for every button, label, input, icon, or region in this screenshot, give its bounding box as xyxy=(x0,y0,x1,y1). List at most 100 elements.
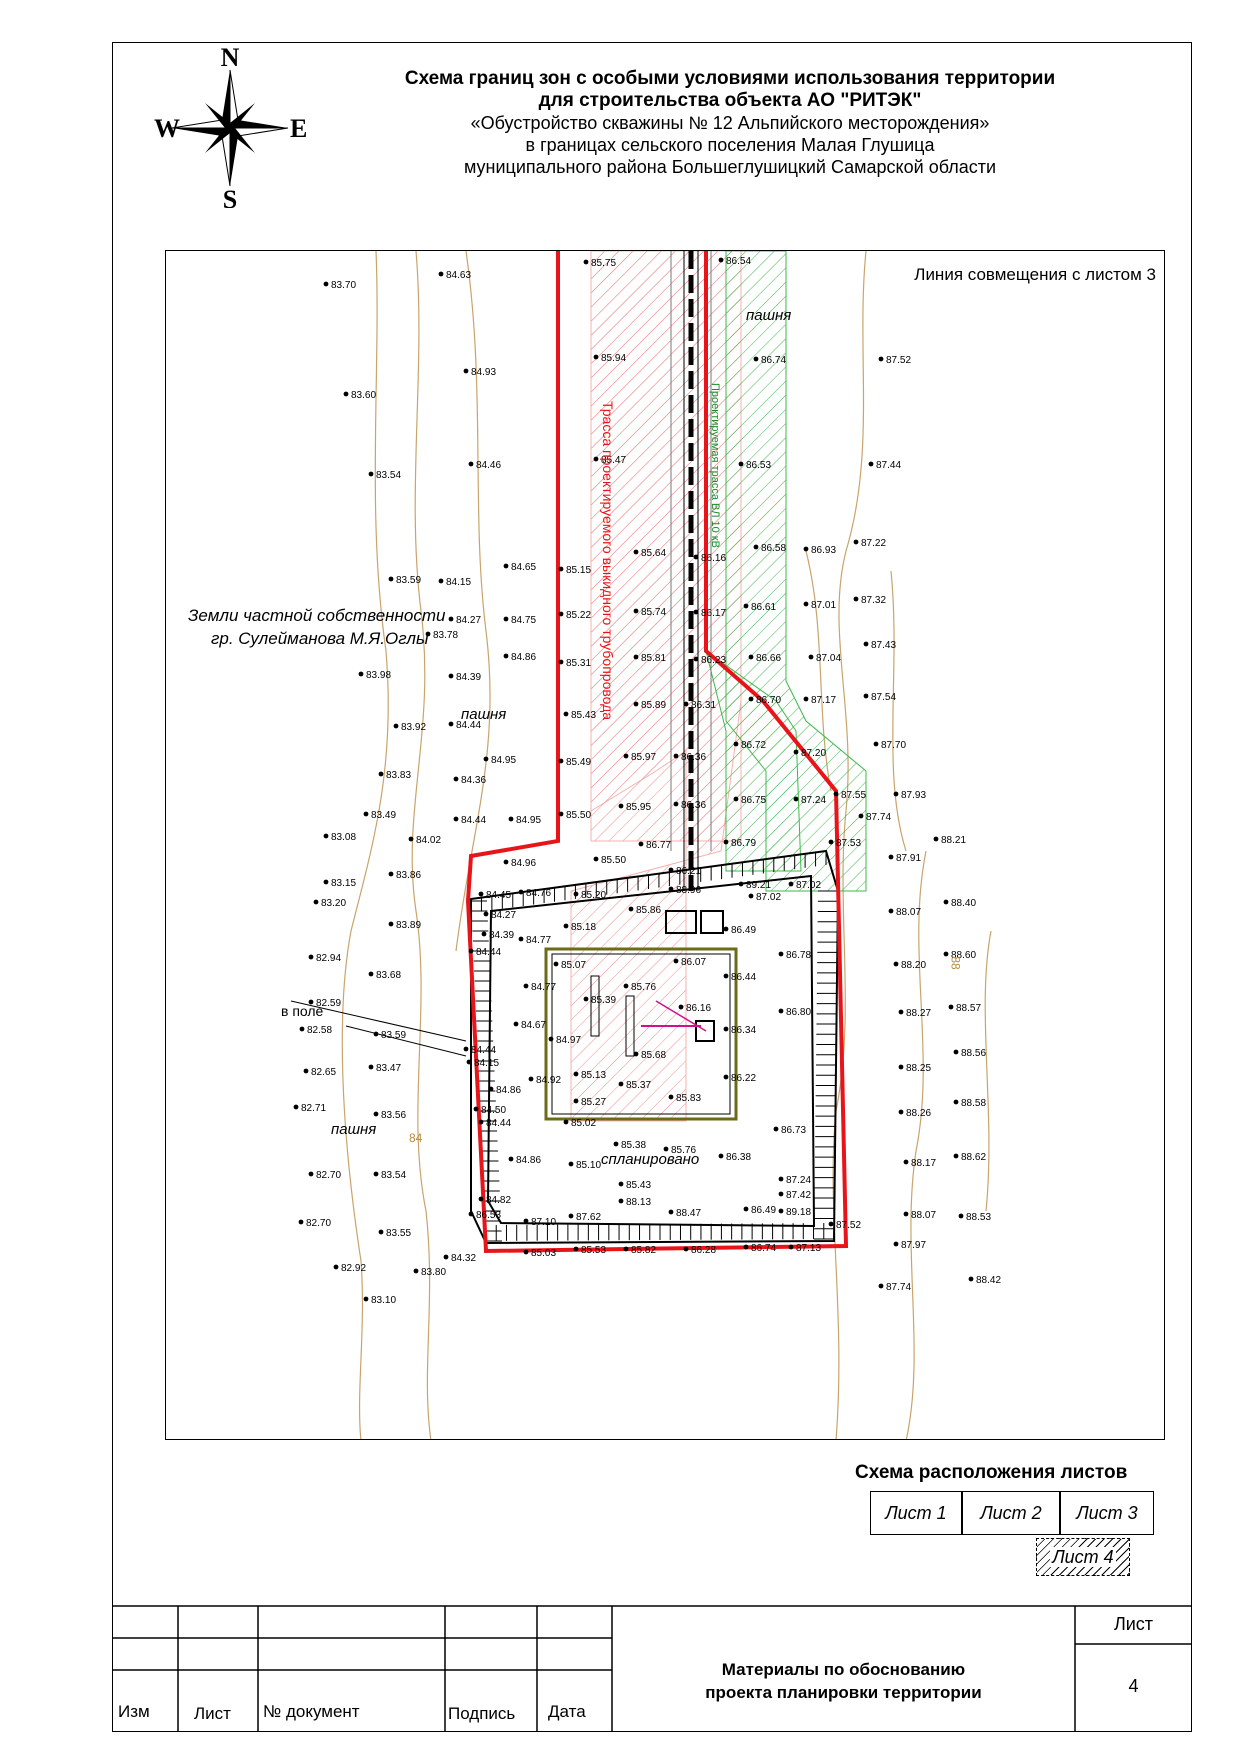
elevation-label: 85.76 xyxy=(631,982,656,993)
elevation-label: 88.57 xyxy=(956,1003,981,1014)
elevation-point xyxy=(373,1111,379,1117)
sheet-3: Лист 3 xyxy=(1060,1491,1154,1535)
elevation-point xyxy=(618,803,624,809)
embankment-ticks xyxy=(470,851,838,1242)
elevation-point xyxy=(623,1246,629,1252)
elevation-point xyxy=(593,856,599,862)
elevation-label: 84.32 xyxy=(451,1253,476,1264)
elevation-point xyxy=(448,721,454,727)
elevation-label: 86.38 xyxy=(726,1152,751,1163)
elevation-label: 84.92 xyxy=(536,1075,561,1086)
elevation-label: 82.71 xyxy=(301,1103,326,1114)
elevation-label: 86.44 xyxy=(731,972,756,983)
elevation-point xyxy=(373,1171,379,1177)
elevation-label: 86.72 xyxy=(741,740,766,751)
elevation-label: 85.20 xyxy=(581,890,606,901)
elevation-label: 83.59 xyxy=(381,1030,406,1041)
elevation-point xyxy=(753,544,759,550)
elevation-label: 85.75 xyxy=(591,258,616,269)
elevation-point xyxy=(463,368,469,374)
elevation-label: 88.56 xyxy=(961,1048,986,1059)
elevation-point xyxy=(738,881,744,887)
elevation-label: 87.62 xyxy=(576,1212,601,1223)
elevation-point xyxy=(618,1181,624,1187)
elevation-point xyxy=(633,608,639,614)
elevation-label: 86.16 xyxy=(701,553,726,564)
elevation-label: 83.54 xyxy=(376,470,401,481)
elevation-label: 87.10 xyxy=(531,1217,556,1228)
elevation-point xyxy=(593,456,599,462)
elevation-label: 83.68 xyxy=(376,970,401,981)
elevation-label: 85.38 xyxy=(621,1140,646,1151)
elevation-point xyxy=(448,673,454,679)
elevation-label: 85.39 xyxy=(591,995,616,1006)
elevation-point xyxy=(323,833,329,839)
elevation-point xyxy=(425,631,431,637)
elevation-label: 88.25 xyxy=(906,1063,931,1074)
sheet-2: Лист 2 xyxy=(962,1491,1060,1535)
sheet-layout-title: Схема расположения листов xyxy=(855,1462,1128,1483)
sheet-1: Лист 1 xyxy=(870,1491,962,1535)
elevation-label: 86.66 xyxy=(756,653,781,664)
elevation-label: 86.21 xyxy=(676,866,701,877)
elevation-label: 85.81 xyxy=(641,653,666,664)
elevation-point xyxy=(313,899,319,905)
elevation-point xyxy=(558,566,564,572)
elevation-label: 85.64 xyxy=(641,548,666,559)
elevation-point xyxy=(683,701,689,707)
elevation-point xyxy=(463,1046,469,1052)
elevation-point xyxy=(478,1119,484,1125)
sheet-4-label: Лист 4 xyxy=(1050,1547,1116,1567)
contour-line xyxy=(341,251,389,1439)
embankment-inner xyxy=(486,874,816,1228)
elevation-point xyxy=(903,1211,909,1217)
elevation-point xyxy=(518,936,524,942)
elevation-label: 88.07 xyxy=(911,1210,936,1221)
elevation-point xyxy=(358,671,364,677)
elevation-label: 83.78 xyxy=(433,630,458,641)
elevation-point xyxy=(673,958,679,964)
elevation-label: 85.22 xyxy=(566,610,591,621)
west-label: W xyxy=(154,114,180,143)
elevation-point xyxy=(548,1036,554,1042)
elevation-point xyxy=(453,776,459,782)
road-lines xyxy=(670,251,712,891)
elevation-label: 86.70 xyxy=(756,695,781,706)
elevation-label: 87.97 xyxy=(901,1240,926,1251)
elevation-label: 87.70 xyxy=(881,740,906,751)
elevation-label: 86.17 xyxy=(701,608,726,619)
elevation-point xyxy=(618,1081,624,1087)
elevation-point xyxy=(743,1206,749,1212)
elevation-label: 87.24 xyxy=(801,795,826,806)
elevation-point xyxy=(633,654,639,660)
elevation-label: 86.49 xyxy=(731,925,756,936)
elevation-point xyxy=(466,1059,472,1065)
document-name-line-1: Материалы по обоснованию xyxy=(721,1660,966,1679)
elevation-label: 87.42 xyxy=(786,1190,811,1201)
elevation-point xyxy=(503,563,509,569)
elevation-point xyxy=(523,1249,529,1255)
zone-boundary xyxy=(465,251,849,1254)
elevation-point xyxy=(723,973,729,979)
elevation-point xyxy=(563,1119,569,1125)
elevation-point xyxy=(793,796,799,802)
elevation-label: 88.53 xyxy=(966,1212,991,1223)
elevation-point xyxy=(803,696,809,702)
sheet-4-current: Лист 4 xyxy=(1036,1538,1130,1576)
elevation-point xyxy=(733,741,739,747)
elevation-label: 84.39 xyxy=(489,930,514,941)
elevation-point xyxy=(513,1021,519,1027)
elevation-point xyxy=(738,461,744,467)
elevation-label: 85.50 xyxy=(566,810,591,821)
elevation-point xyxy=(443,1254,449,1260)
elevation-label: 83.92 xyxy=(401,722,426,733)
elevation-label: 88.42 xyxy=(976,1275,1001,1286)
elevation-point xyxy=(898,1109,904,1115)
elevation-point xyxy=(743,603,749,609)
elevation-label: 86.58 xyxy=(761,543,786,554)
elevation-label: 84.15 xyxy=(474,1058,499,1069)
contour-line xyxy=(455,251,491,952)
elevation-point xyxy=(773,1126,779,1132)
elevation-label: 84.67 xyxy=(521,1020,546,1031)
elevation-label: 85.83 xyxy=(676,1093,701,1104)
